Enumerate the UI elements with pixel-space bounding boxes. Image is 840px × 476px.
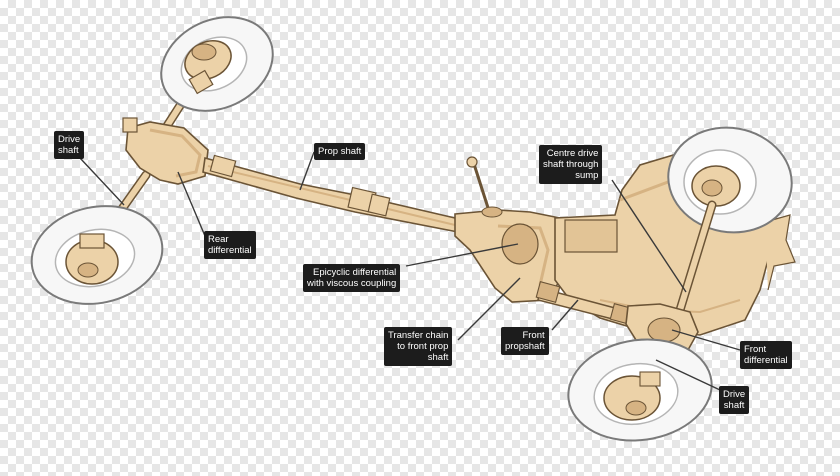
label-epicyclic-differential: Epicyclic differential with viscous coup… [303,264,401,292]
front-wheel-upper [667,126,793,234]
front-propshaft [535,281,635,326]
centre-drive-shaft [675,200,717,315]
label-front-differential: Front differential [740,341,792,369]
leader-front-differential [671,329,741,351]
label-rear-differential: Rear differential [204,231,256,259]
rear-wheel-upper [160,16,274,112]
front-wheel-lower [567,338,713,442]
label-prop-shaft: Prop shaft [314,143,366,160]
leader-epicyclic-differential [405,243,519,267]
label-front-propshaft: Front propshaft [501,327,549,355]
leader-centre-drive-shaft [611,179,687,293]
rear-wheel-lower [30,205,164,305]
label-drive-shaft-right: Drive shaft [719,386,750,414]
gearbox-centre-differential [454,156,561,303]
leader-drive-shaft-left [79,157,125,206]
leader-drive-shaft-right [655,359,721,391]
label-centre-drive-shaft: Centre drive shaft through sump [539,145,603,184]
rear-differential-housing [122,117,209,185]
label-transfer-chain: Transfer chain to front prop shaft [384,327,453,366]
leader-front-propshaft [551,299,579,331]
leader-lines [79,151,741,391]
leader-transfer-chain [457,277,521,341]
gear-lever [472,163,492,215]
leader-prop-shaft [299,151,315,191]
leader-rear-differential [177,171,206,237]
prop-shaft [202,154,460,234]
label-drive-shaft-left: Drive shaft [54,131,85,159]
